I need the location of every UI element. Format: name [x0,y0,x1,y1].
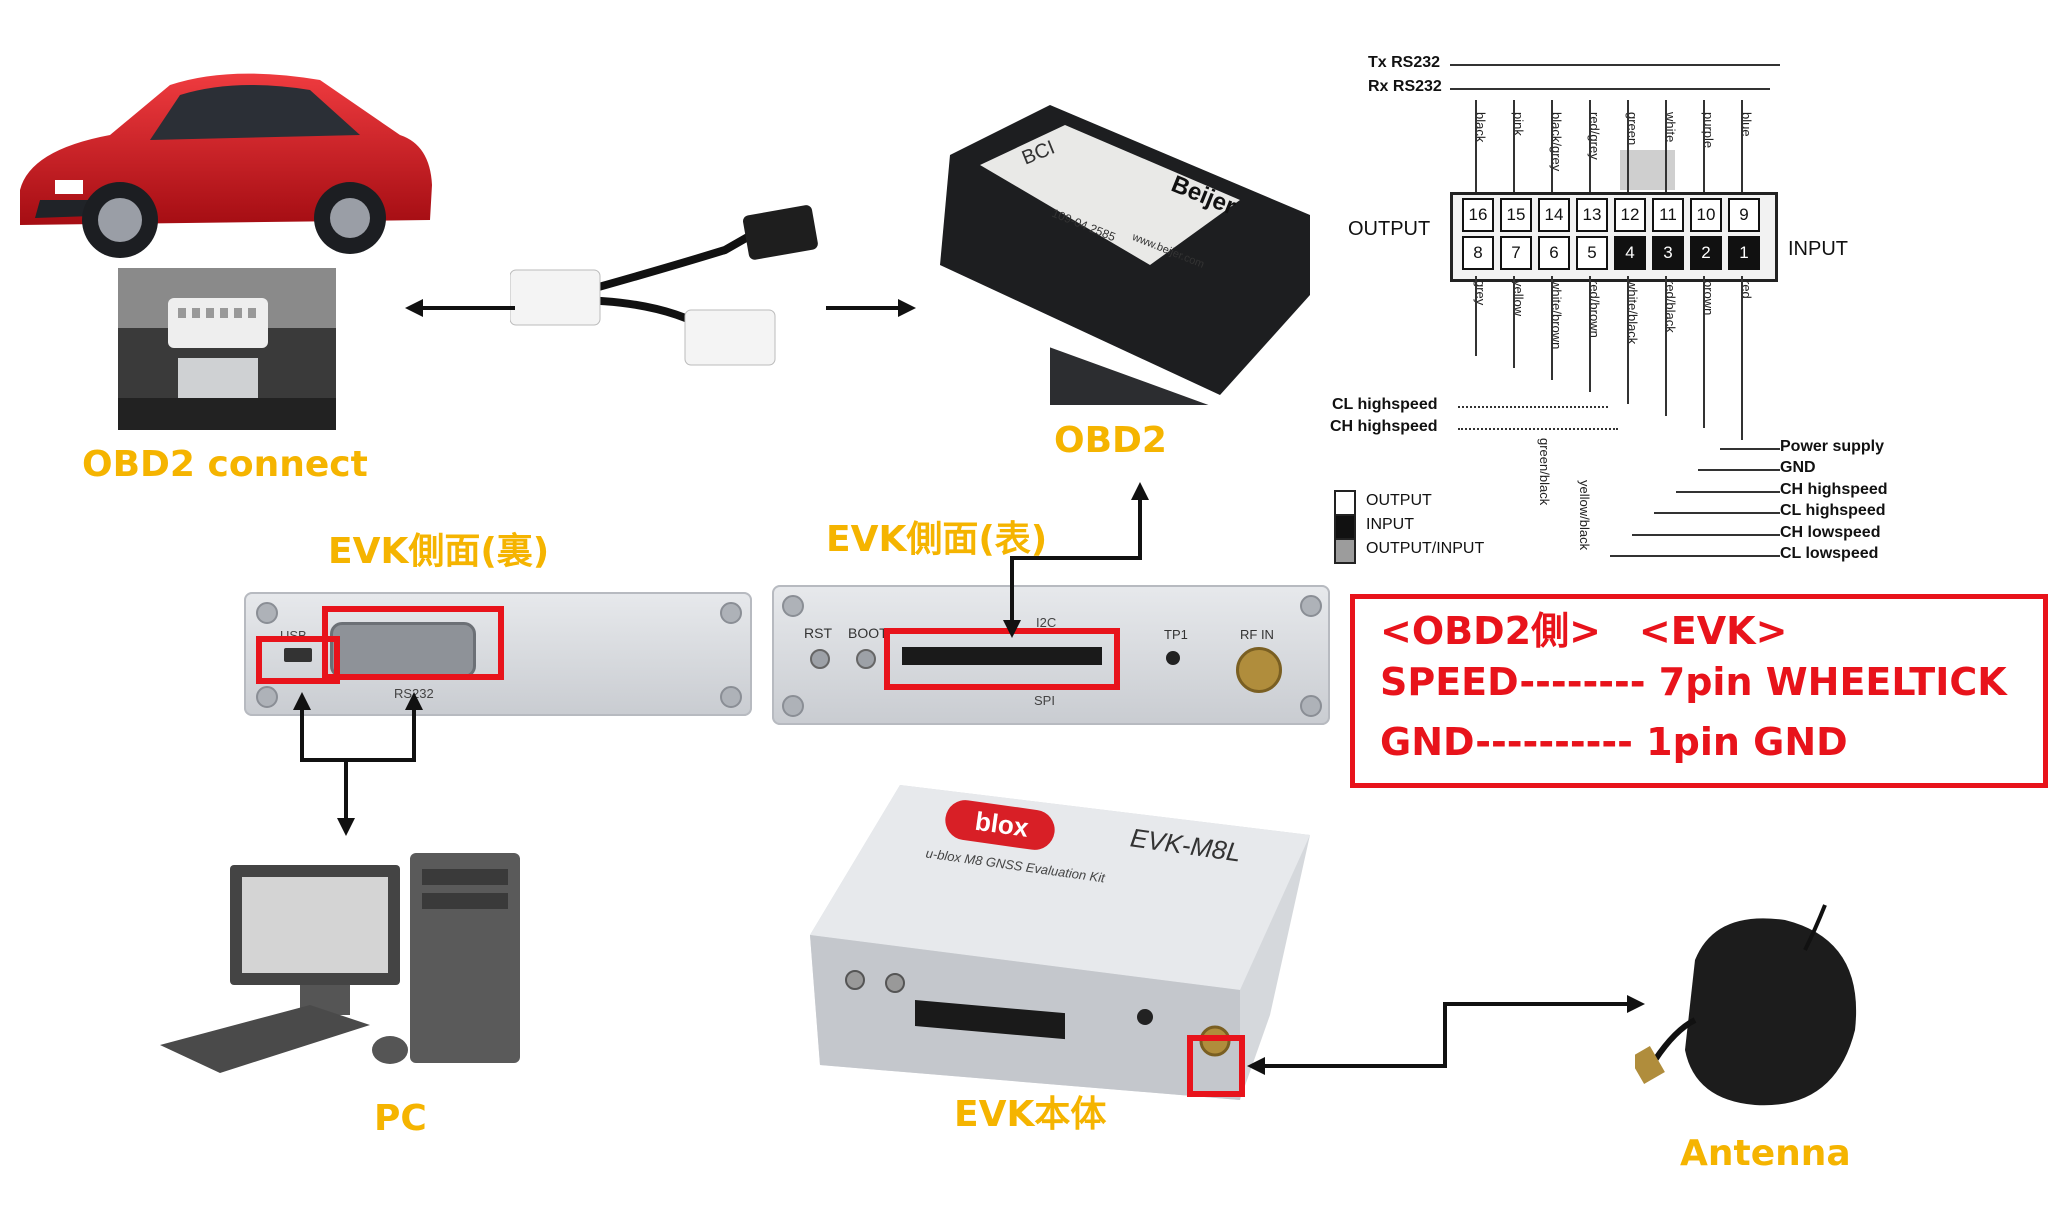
arrow-back-to-pc [293,692,423,836]
label-obd2: OBD2 [1054,420,1167,461]
cl-highspeed-left: CL highspeed [1332,396,1438,413]
mapping-header: <OBD2側> <EVK> [1380,609,1788,653]
arrow-rf-to-antenna [1247,995,1645,1075]
label-evk-body: EVK本体 [954,1094,1107,1135]
obd-splitter-cable [510,205,818,366]
signal-label-5: CL lowspeed [1780,545,1879,562]
label-pc: PC [374,1098,427,1139]
label-evk-side-front: EVK側面(表) [826,519,1048,560]
rx-rs232-label: Rx RS232 [1368,78,1442,95]
pc-image [160,853,520,1073]
pin-12: 12 [1614,198,1646,232]
pin-3: 3 [1652,236,1684,270]
arrow-to-obd-connect [405,299,515,317]
legend-oi-text: OUTPUT/INPUT [1366,540,1485,557]
rf-connector [1236,647,1282,693]
pin-header [902,647,1102,665]
label-evk-side-back: EVK側面(裏) [328,531,550,572]
label-antenna: Antenna [1680,1133,1851,1174]
pin-8: 8 [1462,236,1494,270]
output-label: OUTPUT [1348,218,1431,240]
pin-1: 1 [1728,236,1760,270]
car-image [20,73,432,258]
pin-7: 7 [1500,236,1532,270]
antenna-image [1635,904,1857,1106]
ublox-logo-text: blox [973,805,1031,843]
mapping-row-speed: SPEED-------- 7pin WHEELTICK [1380,660,2007,704]
label-obd2-connect: OBD2 connect [82,444,368,485]
tx-rs232-label: Tx RS232 [1368,54,1441,71]
pin-2: 2 [1690,236,1722,270]
pin-4: 4 [1614,236,1646,270]
ch-highspeed-left: CH highspeed [1330,418,1438,435]
evk-front-panel: RST BOOT I2C SPI TP1 RF IN [772,585,1330,725]
signal-label-2: CH highspeed [1780,481,1888,498]
legend-output-swatch [1334,490,1356,516]
arrow-evk-to-obd2 [1003,482,1149,638]
boot-button[interactable] [856,649,876,669]
pin-header-highlight [884,628,1120,690]
evk-body-image [810,785,1310,1100]
rs232-highlight [322,606,504,680]
usb-port [284,648,312,662]
beijer-bci-box [940,105,1310,405]
rfin-label: RF IN [1240,627,1274,642]
obd-port-image [118,268,336,430]
wire-green-black: green/black [1537,438,1552,506]
legend-oi-swatch [1334,538,1356,564]
wire-yellow-black: yellow/black [1577,480,1592,551]
signal-label-1: GND [1780,459,1816,476]
pin-11: 11 [1652,198,1684,232]
tp1-point [1166,651,1180,665]
input-label: INPUT [1788,238,1848,260]
signal-label-3: CL highspeed [1780,502,1886,519]
legend-input-swatch [1334,514,1356,540]
signal-label-4: CH lowspeed [1780,524,1881,541]
legend-output-text: OUTPUT [1366,492,1432,509]
rf-in-highlight [1187,1035,1245,1097]
tp1-label: TP1 [1164,627,1188,642]
spi-label: SPI [1034,693,1055,708]
arrow-to-bci [826,299,916,317]
pin-mapping-box [1350,594,2048,788]
legend-input-text: INPUT [1366,516,1414,533]
usb-highlight [256,636,340,684]
pin-10: 10 [1690,198,1722,232]
signal-label-0: Power supply [1780,438,1885,455]
boot-label: BOOT [848,625,888,641]
mapping-row-gnd: GND---------- 1pin GND [1380,720,1848,764]
pin-13: 13 [1576,198,1608,232]
pin-9: 9 [1728,198,1760,232]
pin-6: 6 [1538,236,1570,270]
rst-button[interactable] [810,649,830,669]
pin-5: 5 [1576,236,1608,270]
pin-16: 16 [1462,198,1494,232]
i2c-label: I2C [1036,615,1057,630]
pin-14: 14 [1538,198,1570,232]
rst-label: RST [804,625,832,641]
pin-15: 15 [1500,198,1532,232]
